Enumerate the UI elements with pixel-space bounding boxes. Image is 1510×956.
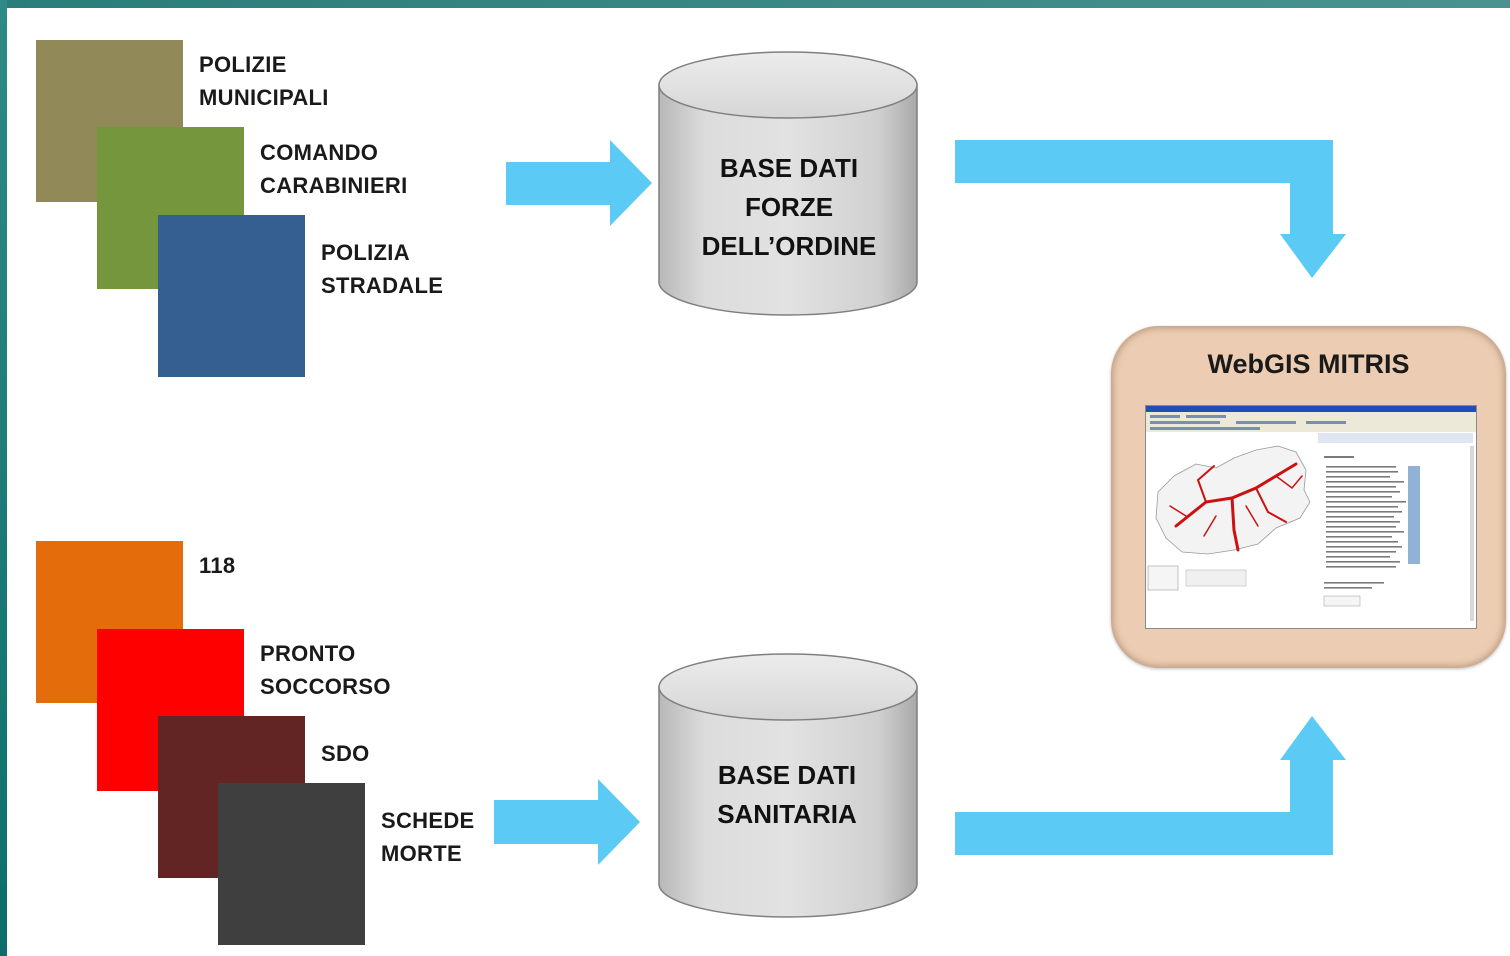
database-cylinder-sanitaria [658,653,918,918]
webgis-map-screenshot [1145,405,1477,629]
source-label-118: 118 [199,553,236,578]
map-screenshot-icon [1146,406,1476,621]
arrow-right-bottom [494,779,640,865]
arrow-top-to-webgis [955,140,1346,278]
webgis-title: WebGIS MITRIS [1207,349,1410,379]
database-cylinder-forze-ordine [658,51,918,316]
source-label-sdo: SDO [321,741,370,766]
source-square-schede-morte [218,783,365,945]
left-border [0,0,7,956]
source-square-polizia-stradale [158,215,305,377]
webgis-panel: WebGIS MITRIS [1111,326,1506,668]
top-border [0,0,1510,8]
arrow-right-top [506,140,652,226]
arrow-bottom-to-webgis [955,716,1346,855]
